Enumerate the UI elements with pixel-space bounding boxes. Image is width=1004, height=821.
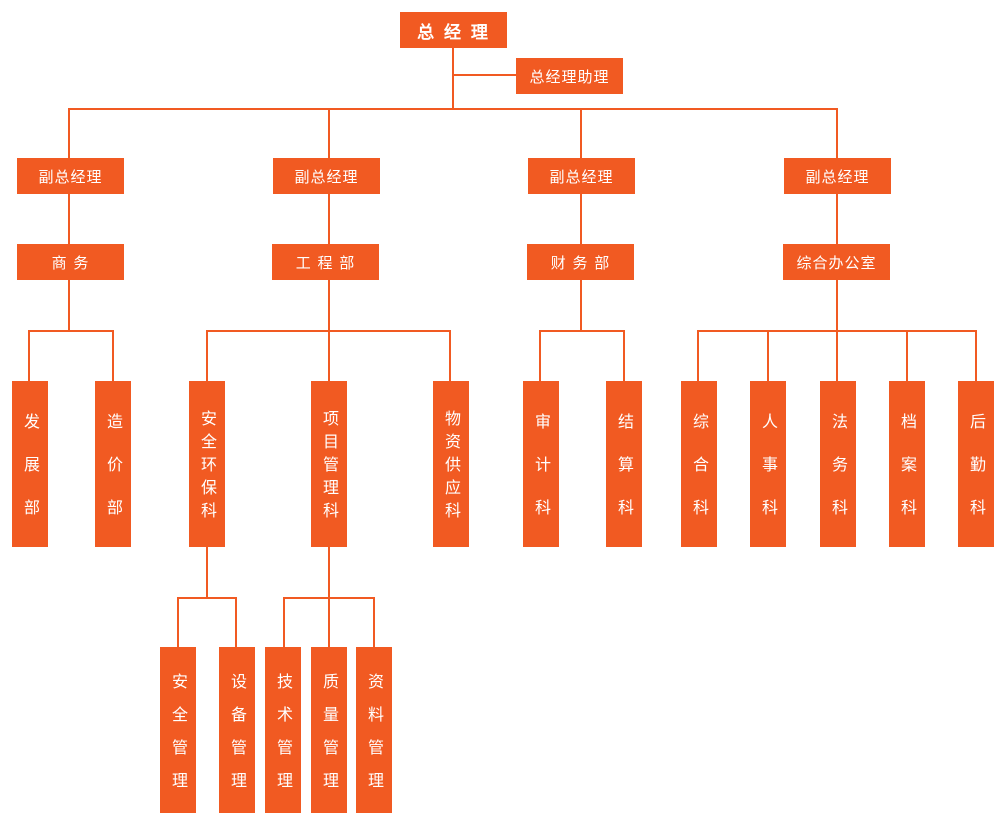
connector-line <box>975 330 977 381</box>
connector-line <box>328 330 330 381</box>
section-box-s7: 结算科 <box>606 381 642 547</box>
section-label: 项目管理科 <box>320 410 339 525</box>
section-box-s10: 法务科 <box>820 381 856 547</box>
connector-line <box>68 108 838 110</box>
connector-line <box>580 280 582 331</box>
connector-line <box>453 74 516 76</box>
connector-line <box>906 330 908 381</box>
connector-line <box>206 547 208 598</box>
connector-line <box>580 194 582 244</box>
section-label: 技术管理 <box>274 672 293 805</box>
connector-line <box>28 330 30 381</box>
connector-line <box>836 330 838 381</box>
section-box-t3: 技术管理 <box>265 647 301 813</box>
connector-line <box>449 330 451 381</box>
general-manager-box: 总 经 理 <box>400 12 507 48</box>
connector-line <box>539 330 625 332</box>
connector-line <box>68 194 70 244</box>
section-label: 档案科 <box>898 413 917 542</box>
section-box-t4: 质量管理 <box>311 647 347 813</box>
section-box-s9: 人事科 <box>750 381 786 547</box>
connector-line <box>767 330 769 381</box>
section-label: 物资供应科 <box>442 410 461 525</box>
connector-line <box>836 108 838 158</box>
connector-line <box>328 280 330 331</box>
section-box-s4: 项目管理科 <box>311 381 347 547</box>
dept-engineering-box: 工 程 部 <box>272 244 379 280</box>
connector-line <box>283 597 375 599</box>
section-box-t1: 安全管理 <box>160 647 196 813</box>
section-label: 结算科 <box>615 413 634 542</box>
section-label: 发展部 <box>21 413 40 542</box>
section-label: 设备管理 <box>228 672 247 805</box>
deputy-gm-box: 副总经理 <box>273 158 380 194</box>
section-box-s3: 安全环保科 <box>189 381 225 547</box>
connector-line <box>235 597 237 647</box>
connector-line <box>328 194 330 244</box>
connector-line <box>836 280 838 331</box>
connector-line <box>112 330 114 381</box>
connector-line <box>539 330 541 381</box>
section-label: 法务科 <box>829 413 848 542</box>
deputy-gm-box: 副总经理 <box>17 158 124 194</box>
section-box-s12: 后勤科 <box>958 381 994 547</box>
section-box-s1: 发展部 <box>12 381 48 547</box>
section-label: 审计科 <box>532 413 551 542</box>
section-label: 造价部 <box>104 413 123 542</box>
connector-line <box>452 48 454 109</box>
section-box-s2: 造价部 <box>95 381 131 547</box>
section-label: 资料管理 <box>365 672 384 805</box>
connector-line <box>177 597 237 599</box>
section-label: 安全环保科 <box>198 410 217 525</box>
deputy-gm-box: 副总经理 <box>784 158 891 194</box>
section-box-t2: 设备管理 <box>219 647 255 813</box>
connector-line <box>177 597 179 647</box>
connector-line <box>373 597 375 647</box>
dept-office-box: 综合办公室 <box>783 244 890 280</box>
connector-line <box>328 108 330 158</box>
connector-line <box>580 108 582 158</box>
section-label: 安全管理 <box>169 672 188 805</box>
section-label: 综合科 <box>690 413 709 542</box>
connector-line <box>283 597 285 647</box>
gm-assistant-box: 总经理助理 <box>516 58 623 94</box>
section-box-s11: 档案科 <box>889 381 925 547</box>
dept-finance-box: 财 务 部 <box>527 244 634 280</box>
section-label: 人事科 <box>759 413 778 542</box>
connector-line <box>206 330 208 381</box>
connector-line <box>28 330 114 332</box>
section-label: 质量管理 <box>320 672 339 805</box>
connector-line <box>697 330 699 381</box>
connector-line <box>836 194 838 244</box>
section-box-s5: 物资供应科 <box>433 381 469 547</box>
section-box-s8: 综合科 <box>681 381 717 547</box>
connector-line <box>623 330 625 381</box>
deputy-gm-box: 副总经理 <box>528 158 635 194</box>
connector-line <box>68 108 70 158</box>
dept-business-box: 商 务 <box>17 244 124 280</box>
section-label: 后勤科 <box>967 413 986 542</box>
section-box-t5: 资料管理 <box>356 647 392 813</box>
section-box-s6: 审计科 <box>523 381 559 547</box>
connector-line <box>68 280 70 331</box>
